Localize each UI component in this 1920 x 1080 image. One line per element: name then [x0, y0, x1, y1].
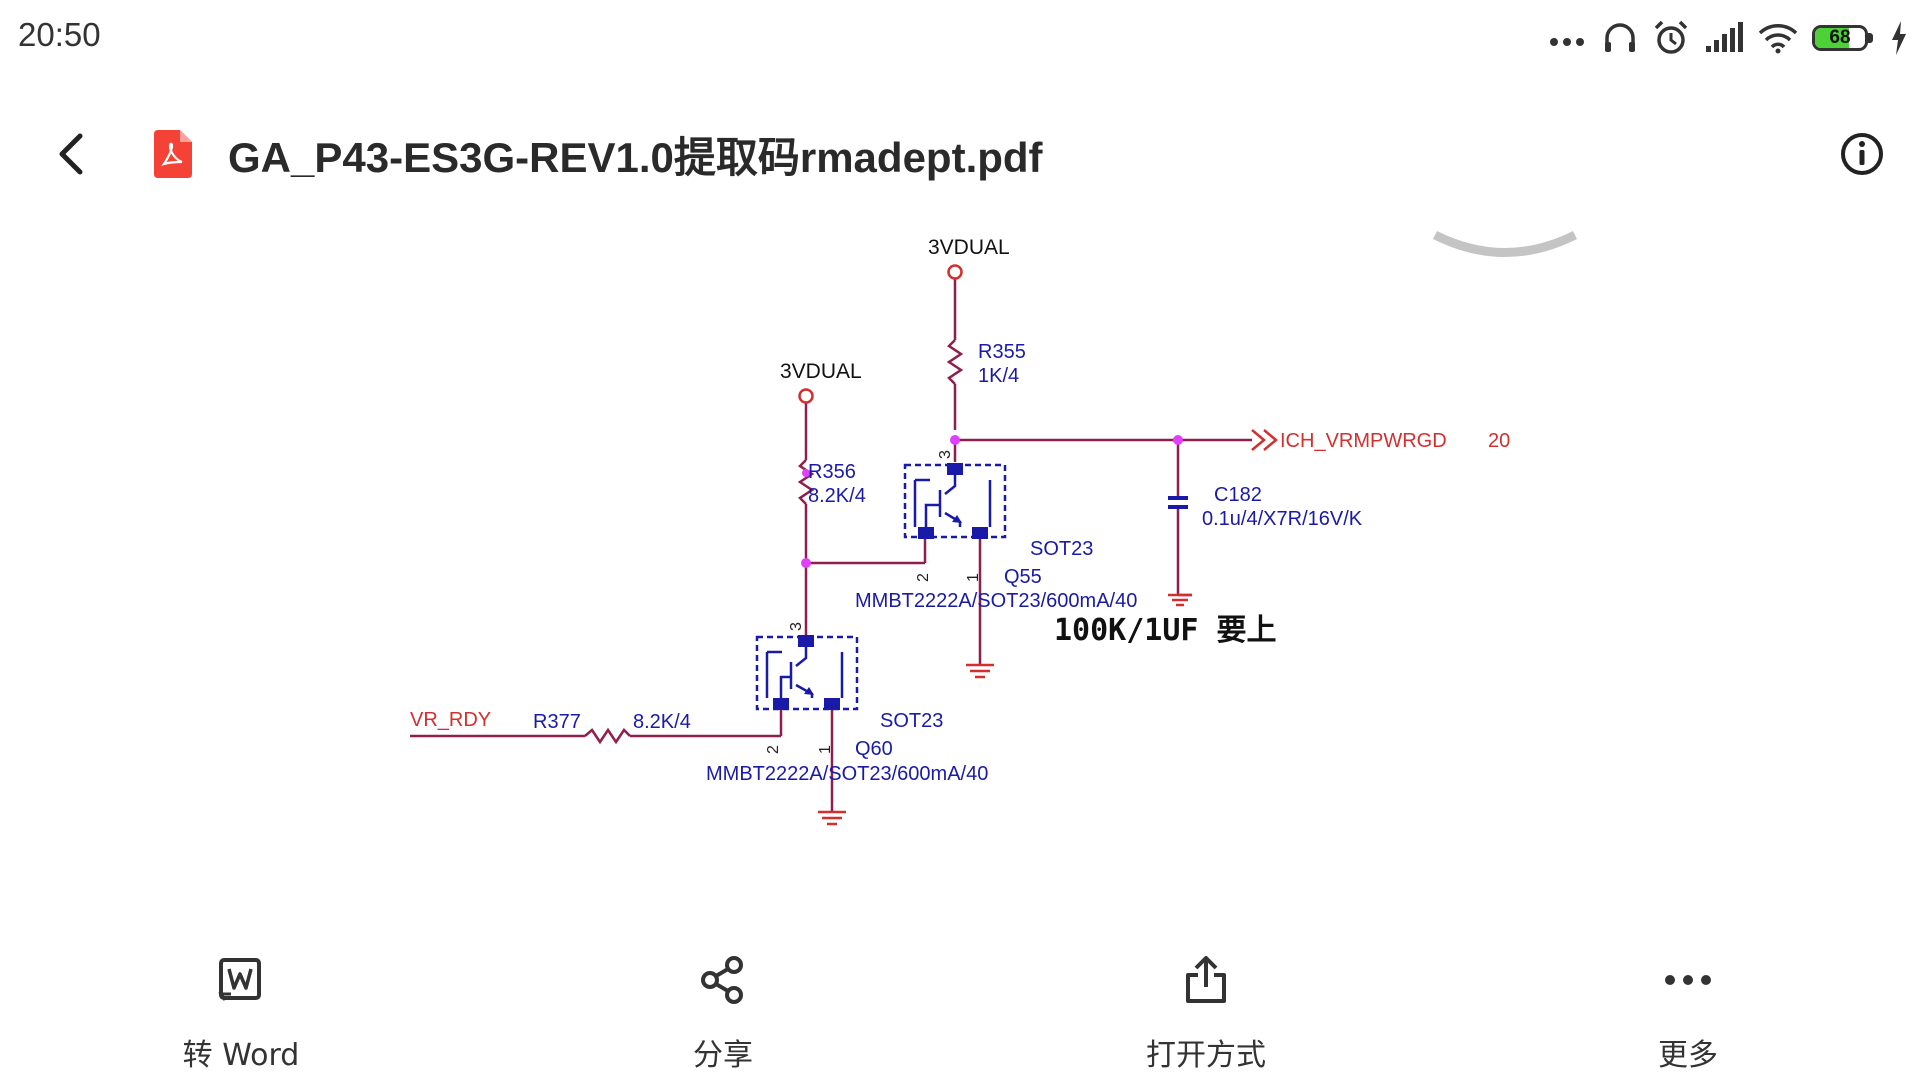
ich-net-page: 20 [1488, 430, 1510, 452]
power-label-left: 3VDUAL [780, 360, 862, 383]
app-header: GA_P43-ES3G-REV1.0提取码rmadept.pdf [0, 100, 1920, 210]
c182-value: 0.1u/4/X7R/16V/K [1202, 508, 1363, 530]
power-3vdual-left-icon [798, 388, 814, 404]
share-icon [695, 952, 751, 1008]
status-bar: 20:50 68 [0, 0, 1920, 72]
open-with-button[interactable]: 打开方式 [1096, 940, 1316, 1080]
c182-name: C182 [1214, 484, 1262, 506]
info-button[interactable] [1838, 130, 1886, 178]
more-label: 更多 [1658, 1038, 1718, 1073]
battery-level: 68 [1829, 27, 1851, 48]
headphones-icon [1602, 20, 1638, 56]
ich-net-label: ICH_VRMPWRGD [1280, 430, 1447, 452]
status-time: 20:50 [18, 16, 101, 53]
more-button[interactable]: 更多 [1578, 940, 1798, 1080]
vr-rdy-net-label: VR_RDY [410, 709, 491, 731]
r377-name: R377 [533, 711, 581, 733]
chevron-left-icon [59, 133, 83, 175]
q60-part: MMBT2222A/SOT23/600mA/40 [706, 763, 988, 785]
q55-transistor-icon [903, 463, 1007, 539]
r355-value: 1K/4 [978, 365, 1019, 387]
bottom-toolbar: 转 Word 分享 打开方式 更多 [0, 940, 1920, 1080]
r377-resistor [584, 727, 631, 745]
ground-q60-icon [818, 810, 846, 826]
pdf-page-view[interactable]: 3VDUAL 3VDUAL R355 1K/4 ICH_VRMPWRGD 20 … [0, 230, 1920, 920]
q55-pin-2: 2 [915, 573, 932, 582]
power-3vdual-top-icon [947, 264, 963, 280]
info-icon [1841, 133, 1883, 175]
r356-value: 8.2K/4 [808, 485, 866, 507]
ich-net-flag-icon [1251, 429, 1278, 451]
q60-transistor-icon [755, 635, 859, 711]
alarm-icon [1652, 19, 1690, 57]
ground-q55-icon [966, 663, 994, 679]
open-with-label: 打开方式 [1146, 1038, 1266, 1073]
q60-package: SOT23 [880, 710, 943, 732]
ground-c182-icon [1168, 593, 1192, 607]
r377-value: 8.2K/4 [633, 711, 691, 733]
power-label-top: 3VDUAL [928, 236, 1010, 259]
handwritten-annotation: 100K/1UF 要上 [1054, 613, 1277, 648]
pdf-file-icon [150, 130, 194, 178]
junction-dot [1173, 435, 1183, 445]
battery-icon: 68 [1812, 23, 1876, 53]
q55-package: SOT23 [1030, 538, 1093, 560]
open-with-icon [1178, 952, 1234, 1008]
q55-part: MMBT2222A/SOT23/600mA/40 [855, 590, 1137, 612]
more-dots-icon [1548, 28, 1588, 48]
junction-dot [801, 558, 811, 568]
status-icons: 68 [1548, 16, 1908, 60]
q60-pin-3: 3 [788, 622, 805, 631]
convert-word-label: 转 Word [182, 1038, 300, 1073]
scroll-indicator [1432, 230, 1578, 257]
junction-dot [802, 469, 810, 477]
signal-icon [1704, 22, 1744, 54]
q55-pin-1: 1 [965, 573, 982, 582]
back-button[interactable] [44, 126, 100, 182]
q60-pin-1: 1 [817, 745, 834, 754]
q55-pin-3: 3 [937, 450, 954, 459]
charging-icon [1890, 21, 1908, 55]
q60-name: Q60 [855, 738, 893, 760]
share-button[interactable]: 分享 [613, 940, 833, 1080]
r355-name: R355 [978, 341, 1026, 363]
word-convert-icon [213, 952, 269, 1008]
r356-name: R356 [808, 461, 856, 483]
share-label: 分享 [693, 1038, 753, 1073]
junction-dot [950, 435, 960, 445]
wifi-icon [1758, 22, 1798, 54]
r355-resistor [946, 339, 964, 385]
q60-pin-2: 2 [765, 745, 782, 754]
document-title: GA_P43-ES3G-REV1.0提取码rmadept.pdf [228, 134, 1043, 181]
r356-resistor [797, 459, 815, 505]
q55-name: Q55 [1004, 566, 1042, 588]
more-icon [1660, 952, 1716, 1008]
c182-capacitor [1168, 496, 1188, 509]
convert-word-button[interactable]: 转 Word [131, 940, 351, 1080]
